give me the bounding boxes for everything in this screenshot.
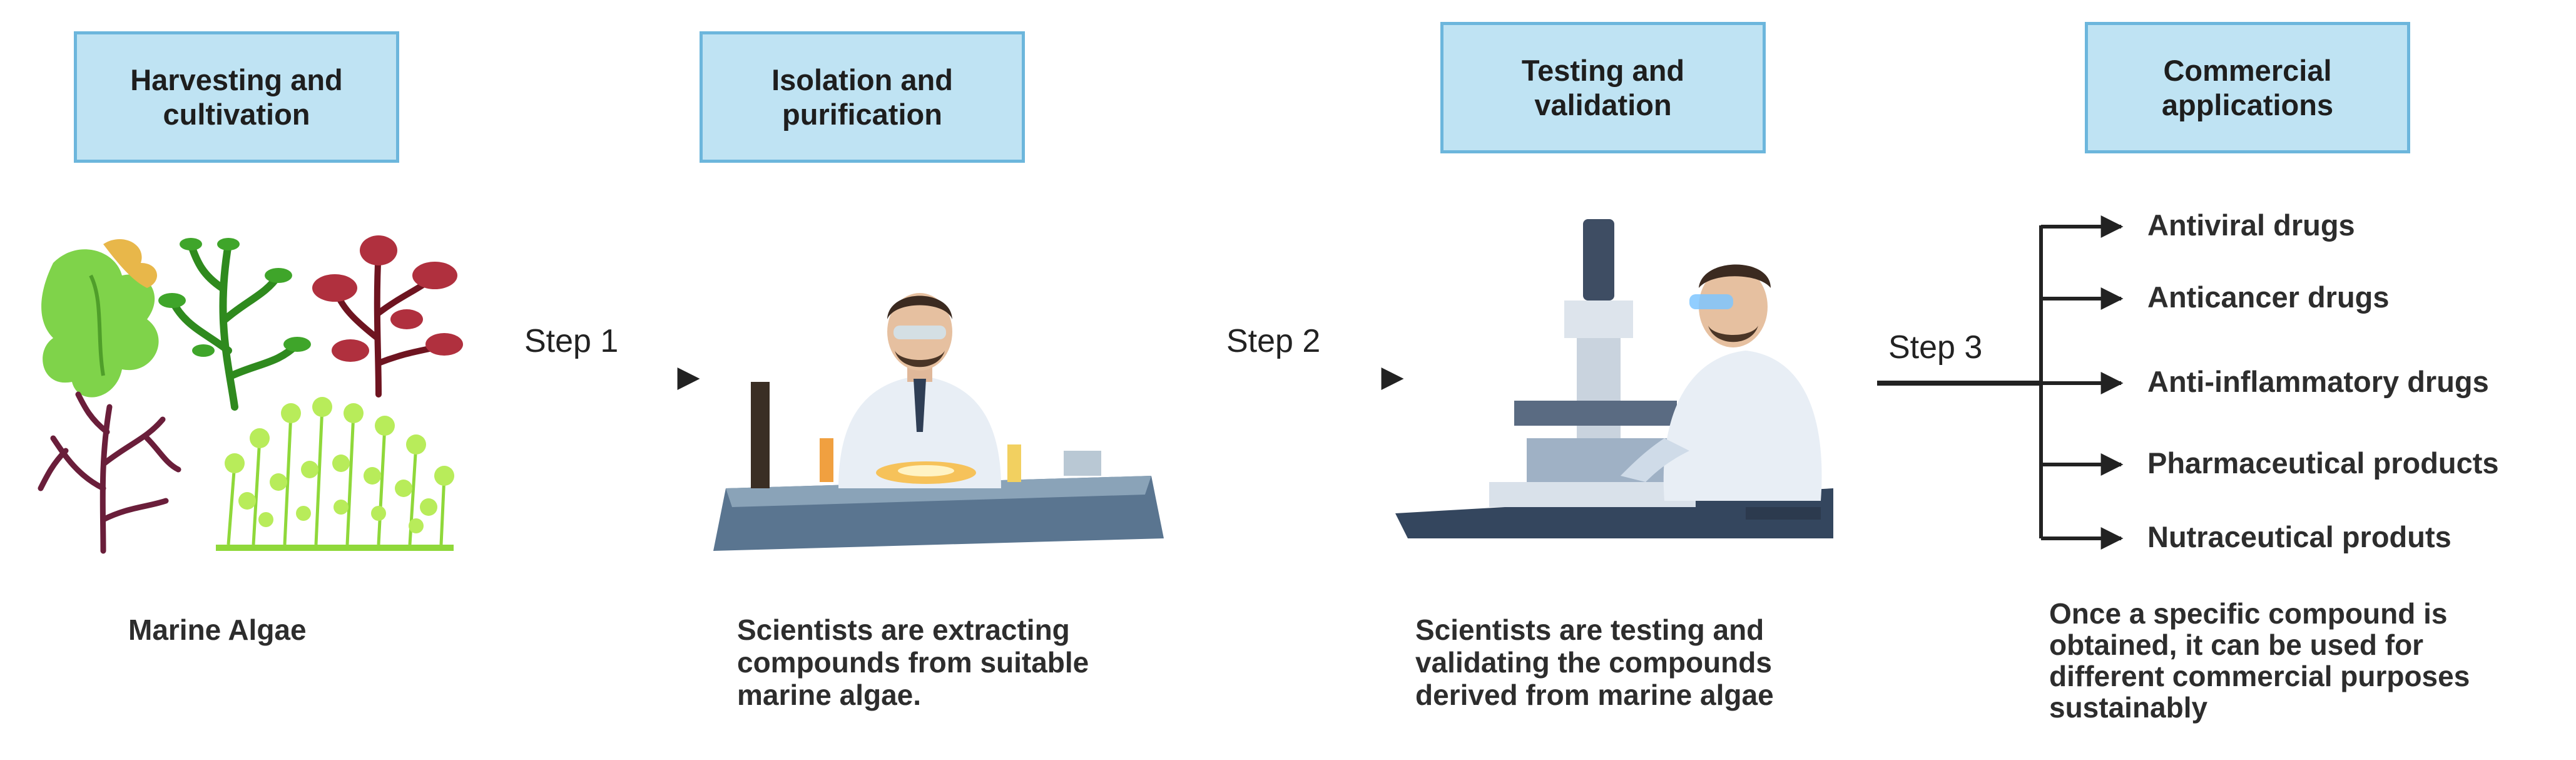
step-2-label: Step 2 — [1226, 323, 1321, 359]
green-leafy-algae-icon — [41, 239, 159, 398]
step-3-label: Step 3 — [1888, 329, 1983, 366]
scientist-extracting-illustration — [713, 293, 1164, 551]
step-1-label: Step 1 — [524, 323, 619, 359]
stage-box-testing: Testing and validation — [1440, 22, 1766, 153]
purple-algae-icon — [38, 391, 181, 554]
stage-box-isolation: Isolation and purification — [700, 31, 1025, 163]
caption-marine-algae: Marine Algae — [128, 614, 307, 646]
green-bubble-algae-icon — [216, 397, 454, 551]
caption-commercial: Once a specific compound is obtained, it… — [2049, 597, 2470, 724]
caption-extracting: Scientists are extracting compounds from… — [737, 614, 1089, 711]
application-item-anticancer: Anticancer drugs — [2147, 280, 2390, 314]
application-item-anti-inflammatory: Anti-inflammatory drugs — [2147, 365, 2489, 398]
stage-box-commercial: Commercial applications — [2085, 22, 2410, 153]
caption-testing: Scientists are testing and validating th… — [1415, 614, 1774, 711]
marine-algae-illustration — [38, 235, 463, 554]
application-branches — [2039, 215, 2124, 550]
scientist-microscope-illustration — [1395, 219, 1833, 538]
application-item-nutraceutical: Nutraceutical produts — [2147, 520, 2451, 553]
application-item-antiviral: Antiviral drugs — [2147, 208, 2355, 242]
stage-box-harvesting: Harvesting and cultivation — [74, 31, 399, 163]
application-item-pharmaceutical: Pharmaceutical products — [2147, 446, 2499, 480]
